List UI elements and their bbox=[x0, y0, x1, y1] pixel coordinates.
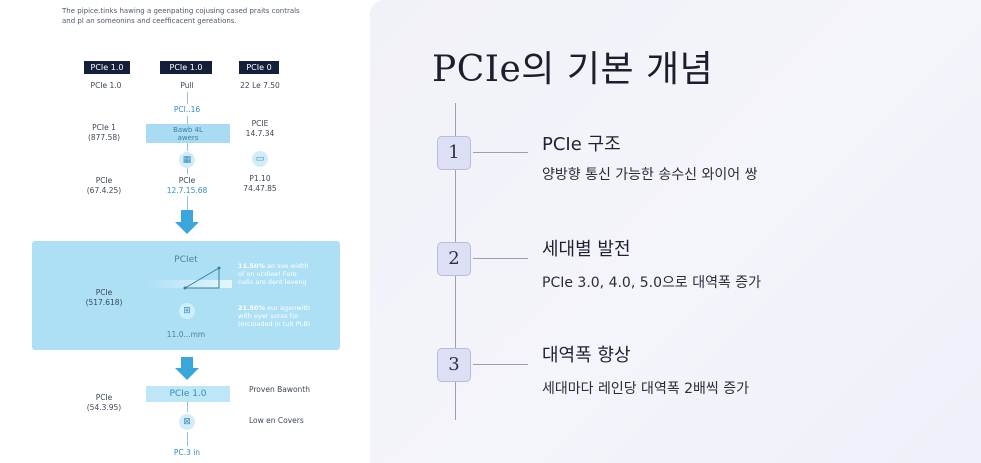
middle-label: Pull bbox=[180, 81, 194, 90]
step-number: 1 bbox=[437, 136, 471, 170]
diagram-intro: The pipice.tinks hawing a geenpating coj… bbox=[62, 6, 342, 26]
panel-left-value: (517.618) bbox=[85, 298, 123, 307]
connector-line bbox=[187, 143, 188, 151]
column-header: PCIe 1.0 bbox=[160, 61, 212, 74]
left-value: (54.3.95) bbox=[86, 403, 122, 412]
bandwidth-badge: Bawb 4L awers bbox=[146, 124, 230, 143]
left-value: (877.58) bbox=[87, 133, 121, 142]
triangle-graph-icon bbox=[183, 266, 221, 290]
column-header: PCIe 0 bbox=[239, 61, 279, 74]
connector-icon: ⊞ bbox=[179, 303, 195, 319]
diagram-image: The pipice.tinks hawing a geenpating coj… bbox=[0, 0, 370, 463]
step-title: PCIe 구조 bbox=[542, 134, 621, 155]
middle-value: PCI..16 bbox=[173, 105, 201, 114]
connector-line bbox=[187, 92, 188, 104]
connector-line bbox=[187, 402, 188, 412]
highlight-panel: PCIet PCIe (517.618) ⊞ 11.0...mm 11.50% … bbox=[32, 241, 340, 350]
step-description: 세대마다 레인당 대역폭 2배씩 증가 bbox=[542, 381, 750, 397]
panel-note-b: 21.50% our agenwith with eyer sores for … bbox=[238, 304, 311, 328]
right-value: 14.7.34 bbox=[245, 129, 275, 138]
step-description: PCIe 3.0, 4.0, 5.0으로 대역폭 증가 bbox=[542, 275, 762, 291]
right-value: 74.47.85 bbox=[243, 184, 277, 193]
right-value: 22 Le 7.50 bbox=[240, 81, 280, 90]
left-label: PCIe bbox=[95, 176, 113, 185]
step-title: 세대별 발전 bbox=[542, 239, 631, 260]
badge-line: awers bbox=[177, 134, 199, 142]
right-note: Proven Bawonth bbox=[249, 385, 310, 394]
step-connector bbox=[473, 364, 528, 365]
badge-line: Bawb 4L bbox=[173, 126, 203, 134]
step-description: 양방향 통신 가능한 송수신 와이어 쌍 bbox=[542, 167, 758, 183]
panel-note-a: 11.50% an sve width of on ucdiee! Fore n… bbox=[238, 262, 309, 286]
left-value: (67.4.25) bbox=[86, 186, 122, 195]
pcie-box: PCIe 1.0 bbox=[146, 386, 230, 402]
middle-value: 12.7.15.68 bbox=[166, 186, 208, 195]
connector-line bbox=[187, 196, 188, 210]
column-header: PCIe 1.0 bbox=[84, 61, 130, 74]
step-number: 3 bbox=[437, 348, 471, 382]
step-title: 대역폭 향상 bbox=[542, 345, 631, 366]
chip-icon: ▦ bbox=[179, 152, 195, 168]
left-label: PCIe bbox=[95, 393, 113, 402]
connector-line bbox=[187, 168, 188, 174]
panel-bottom: 11.0...mm bbox=[166, 330, 206, 339]
connector-line bbox=[187, 116, 188, 124]
flow-bar bbox=[147, 280, 232, 288]
slide-panel: PCIe의 기본 개념 1 PCIe 구조 양방향 통신 가능한 송수신 와이어… bbox=[370, 0, 981, 463]
right-note: Low en Covers bbox=[249, 416, 304, 425]
step-connector bbox=[473, 258, 528, 259]
right-label: P1.10 bbox=[249, 174, 271, 183]
panel-title: PCIet bbox=[174, 255, 198, 265]
right-label: PCIE bbox=[251, 119, 269, 128]
intro-line: The pipice.tinks hawing a geenpating coj… bbox=[62, 7, 300, 15]
device-icon: ▭ bbox=[252, 151, 268, 167]
connector-line bbox=[187, 432, 188, 446]
panel-left-label: PCIe bbox=[95, 288, 113, 297]
intro-line: and pl an someonins and ceefficacent ger… bbox=[62, 17, 237, 25]
left-label: PCIe 1.0 bbox=[90, 81, 122, 90]
cover-icon: ⊠ bbox=[179, 414, 195, 430]
left-label: PCIe 1 bbox=[92, 123, 116, 132]
middle-label: PCIe bbox=[178, 176, 196, 185]
step-connector bbox=[473, 152, 528, 153]
slide-title: PCIe의 기본 개념 bbox=[432, 49, 714, 90]
middle-bottom: PC.3 in bbox=[173, 448, 201, 457]
step-number: 2 bbox=[437, 242, 471, 276]
